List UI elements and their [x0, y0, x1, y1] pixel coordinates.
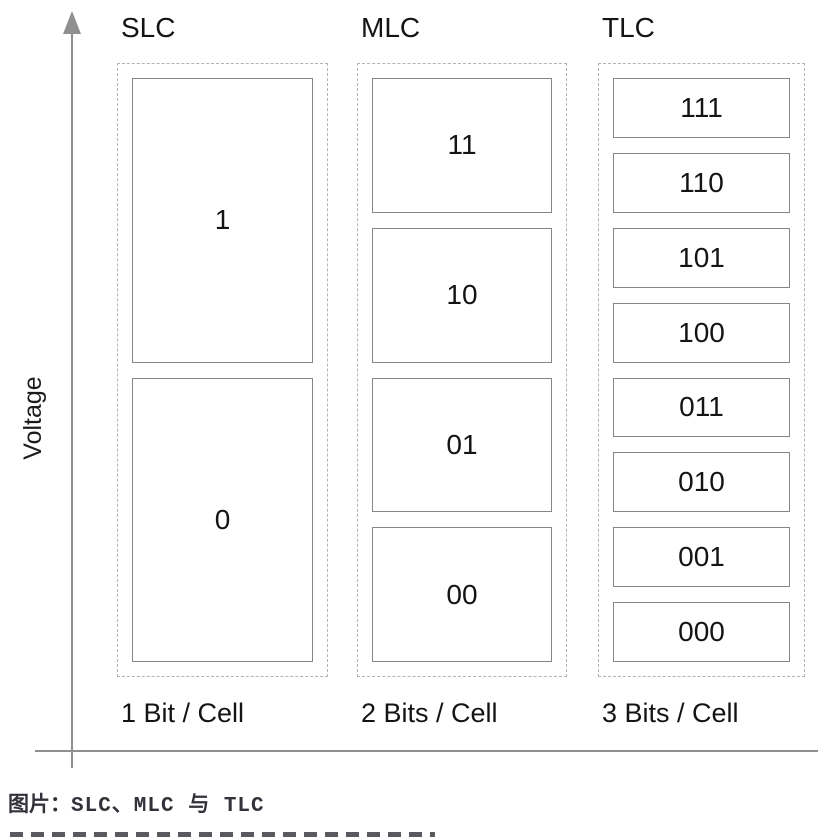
level-box-slc-0: 0: [132, 377, 313, 662]
voltage-axis-arrowhead-icon: [63, 11, 81, 34]
x-axis-line: [35, 750, 818, 752]
level-box-tlc-100: 100: [613, 302, 790, 363]
voltage-axis-line: [71, 30, 73, 768]
level-box-tlc-011: 011: [613, 377, 790, 438]
voltage-axis-label: Voltage: [19, 376, 47, 460]
figure-caption: 图片：SLC、MLC 与 TLC: [8, 788, 265, 818]
column-title-slc: SLC: [121, 12, 176, 43]
column-caption-tlc: 3 Bits / Cell: [602, 698, 739, 728]
level-box-mlc-00: 00: [372, 527, 552, 662]
figure-caption-title: SLC、MLC 与 TLC: [71, 795, 265, 818]
level-box-mlc-01: 01: [372, 377, 552, 513]
column-title-mlc: MLC: [361, 12, 421, 43]
level-box-tlc-110: 110: [613, 152, 790, 213]
level-box-tlc-101: 101: [613, 227, 790, 288]
level-box-slc-1: 1: [132, 78, 313, 363]
level-box-mlc-10: 10: [372, 227, 552, 363]
column-mlc: MLC 11 10 01 00 2 Bits / Cell: [357, 12, 567, 729]
column-title-tlc: TLC: [602, 12, 655, 43]
column-slc: SLC 1 0 1 Bit / Cell: [117, 12, 328, 729]
level-box-tlc-111: 111: [613, 78, 790, 138]
column-caption-slc: 1 Bit / Cell: [121, 698, 245, 728]
clipped-text-line: [10, 832, 435, 837]
level-box-tlc-010: 010: [613, 452, 790, 513]
level-box-tlc-001: 001: [613, 527, 790, 588]
level-box-tlc-000: 000: [613, 602, 790, 662]
level-box-mlc-11: 11: [372, 78, 552, 213]
cell-group-tlc: 111 110 101 100 011 010 001 000: [598, 63, 805, 677]
cell-group-slc: 1 0: [117, 63, 328, 677]
cell-group-mlc: 11 10 01 00: [357, 63, 567, 677]
column-tlc: TLC 111 110 101 100 011 010 001 000 3 Bi…: [598, 12, 805, 729]
figure-caption-prefix: 图片：: [8, 793, 71, 816]
column-caption-mlc: 2 Bits / Cell: [361, 698, 498, 728]
